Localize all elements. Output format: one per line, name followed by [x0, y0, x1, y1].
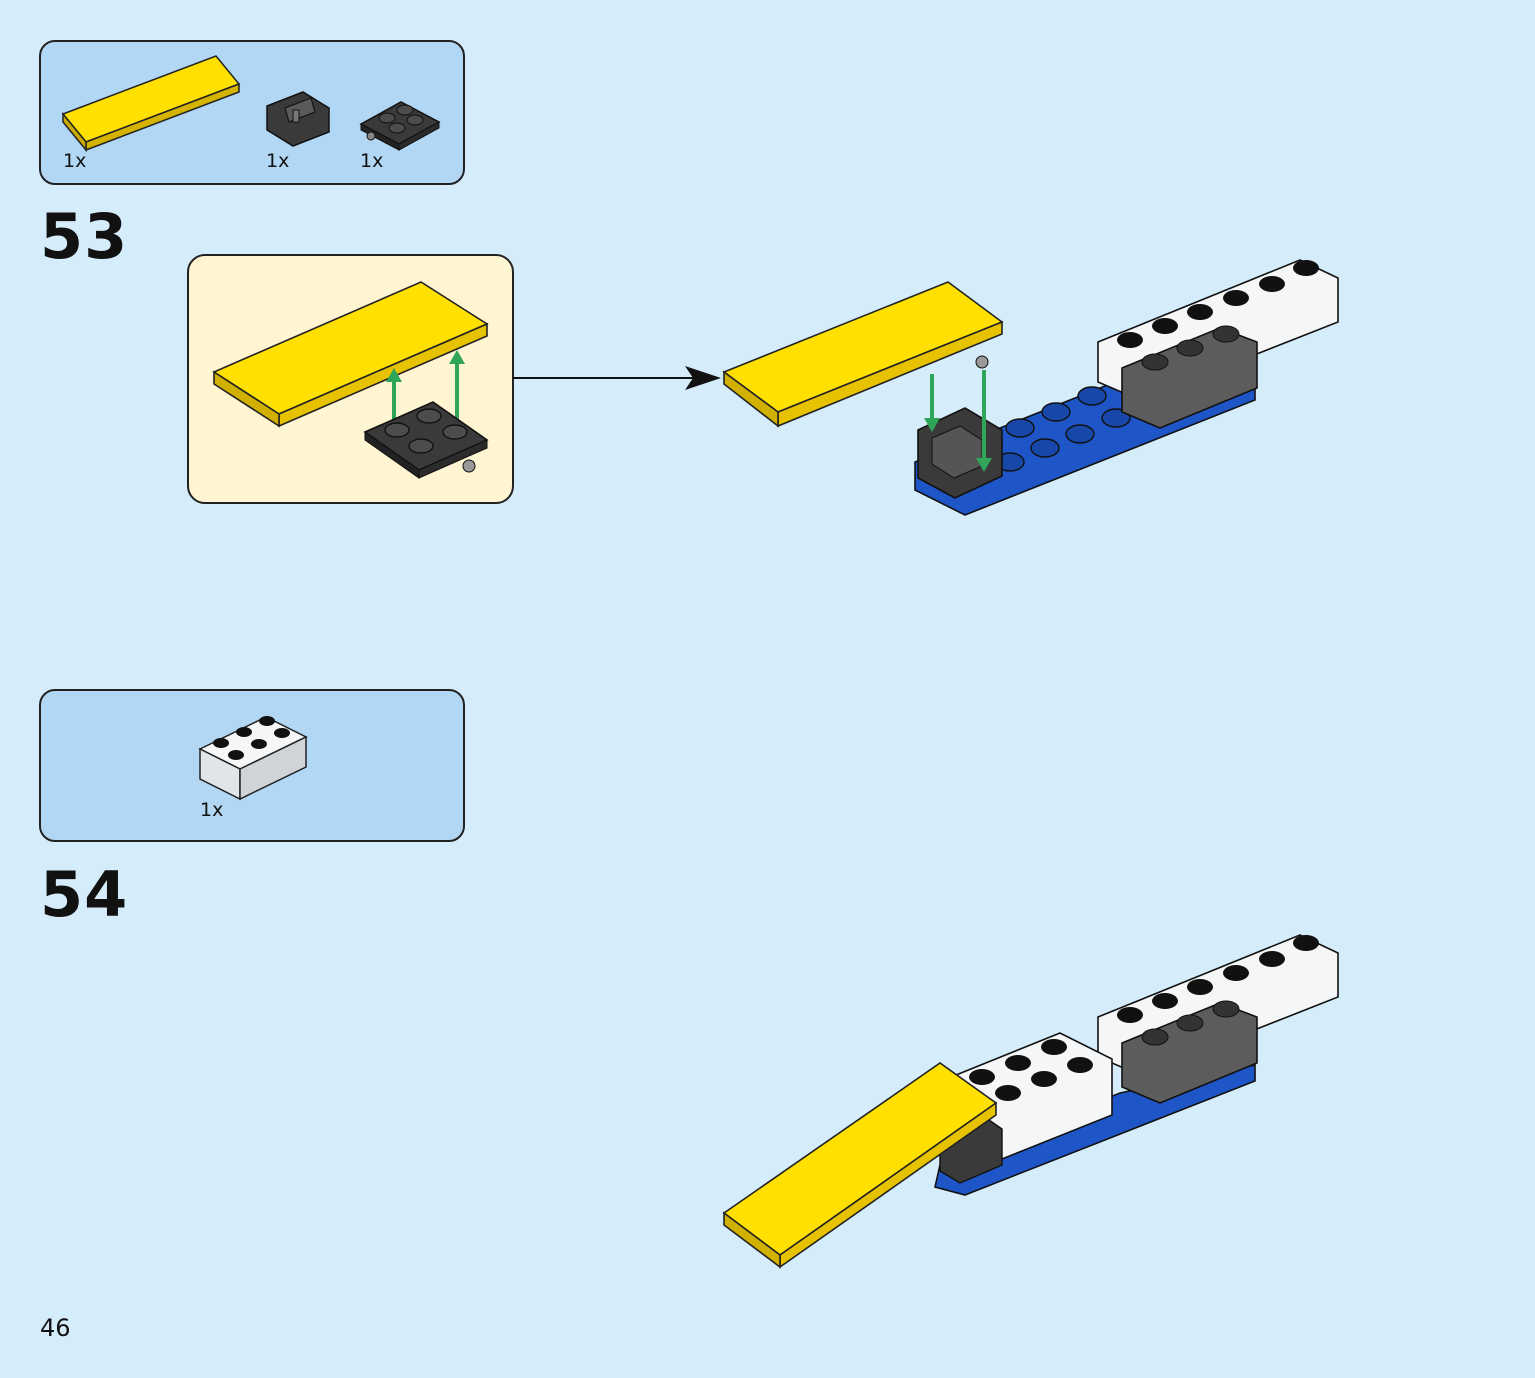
yellow-tile-part-icon [61, 55, 241, 153]
sub-assembly-callout [187, 254, 514, 504]
white-brick-part-icon [198, 716, 308, 801]
part-quantity: 1x [360, 150, 384, 172]
step-number: 53 [40, 200, 129, 273]
dark-plate-part-icon [359, 101, 441, 151]
part-quantity: 1x [63, 150, 87, 172]
part-quantity: 1x [266, 150, 290, 172]
page-number: 46 [40, 1314, 71, 1342]
sub-assembly-illustration [212, 281, 489, 479]
dark-hinge-part-icon [266, 91, 330, 147]
part-quantity: 1x [200, 799, 224, 821]
model-illustration-step-53 [722, 259, 1339, 516]
step-number: 54 [40, 858, 129, 931]
parts-box-step-53: 1x 1x 1x [39, 40, 465, 185]
parts-box-step-54: 1x [39, 689, 465, 842]
assembly-arrow-icon [513, 366, 721, 390]
model-illustration-step-54 [722, 934, 1339, 1269]
